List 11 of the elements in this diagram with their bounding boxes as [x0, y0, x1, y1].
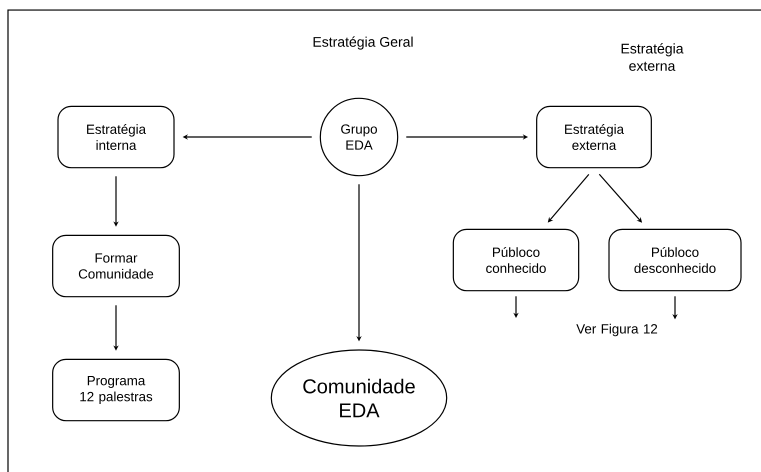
- process-box: Estratégia interna: [57, 106, 175, 168]
- process-box: Públoco desconhecido: [608, 228, 742, 292]
- process-box: Públoco conhecido: [452, 228, 580, 292]
- process-box: Formar Comunidade: [52, 234, 180, 298]
- ellipse-node: Comunidade EDA: [270, 349, 448, 447]
- diagram-title: Estratégia Geral: [314, 36, 413, 50]
- process-box: Estratégia externa: [536, 106, 652, 168]
- note-text: Ver Figura 12: [576, 324, 658, 336]
- note-text: Estratégia externa: [622, 43, 684, 71]
- circle-node: Grupo EDA: [320, 98, 398, 176]
- process-box: Programa 12 palestras: [52, 358, 180, 422]
